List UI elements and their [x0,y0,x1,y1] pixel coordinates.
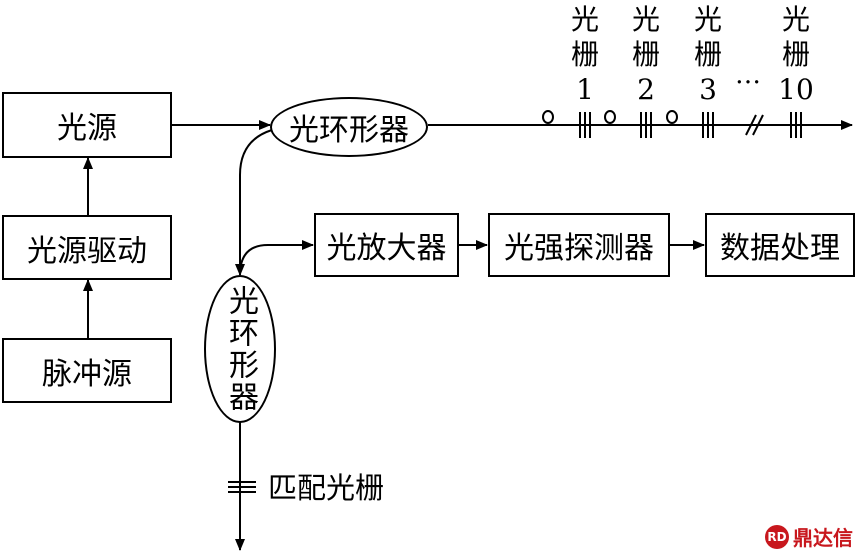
circulator-top: 光环形器 [270,97,428,157]
grating-text-2a: 光 [631,3,660,36]
watermark-text: 鼎达信 [793,526,853,550]
matching-grating-marks [228,481,256,493]
circulator-bottom: 光环形器 [204,275,276,423]
light-source-box: 光源 [2,92,172,158]
optical-amplifier-box: 光放大器 [314,213,459,277]
grating-number-3: 3 [699,73,717,106]
light-source-label: 光源 [57,111,117,146]
grating-ellipsis: … [735,60,761,90]
grating-number-2: 2 [637,73,655,106]
grating-text-10b: 栅 [781,38,810,71]
grating-text-2b: 栅 [631,38,660,71]
watermark: RD 鼎达信 [765,522,853,551]
grating-label-3: 光 栅 3 [683,2,733,107]
grating-label-10: 光 栅 10 [771,2,821,107]
light-detector-box: 光强探测器 [488,213,670,277]
circulator-bottom-label: 光环形器 [223,285,258,413]
grating-label-2: 光 栅 2 [621,2,671,107]
grating-label-1: 光 栅 1 [560,2,610,107]
fiber-break-mark [745,114,764,136]
grating-text-10a: 光 [781,3,810,36]
pulse-source-label: 脉冲源 [42,356,132,392]
matching-grating-label: 匹配光栅 [268,471,385,505]
data-processing-label: 数据处理 [720,231,840,266]
light-detector-label: 光强探测器 [504,231,654,266]
arrow-circulator-to-circulator [235,129,273,276]
pulse-source-box: 脉冲源 [2,338,172,403]
grating-text-3a: 光 [693,3,722,36]
grating-text-3b: 栅 [693,38,722,71]
grating-number-10: 10 [778,73,814,106]
optical-amplifier-label: 光放大器 [326,231,447,266]
watermark-logo-icon: RD [765,524,789,549]
arrow-circulator-to-amplifier [239,240,314,276]
grating-text-1a: 光 [570,3,599,36]
light-source-driver-label: 光源驱动 [27,233,147,269]
grating-number-1: 1 [576,73,594,106]
fiber-grating-marks [579,112,802,138]
light-source-driver-box: 光源驱动 [2,215,172,280]
data-processing-box: 数据处理 [705,213,855,277]
fiber-loops [542,110,678,124]
circulator-top-label: 光环形器 [289,113,409,148]
grating-text-1b: 栅 [570,38,599,71]
